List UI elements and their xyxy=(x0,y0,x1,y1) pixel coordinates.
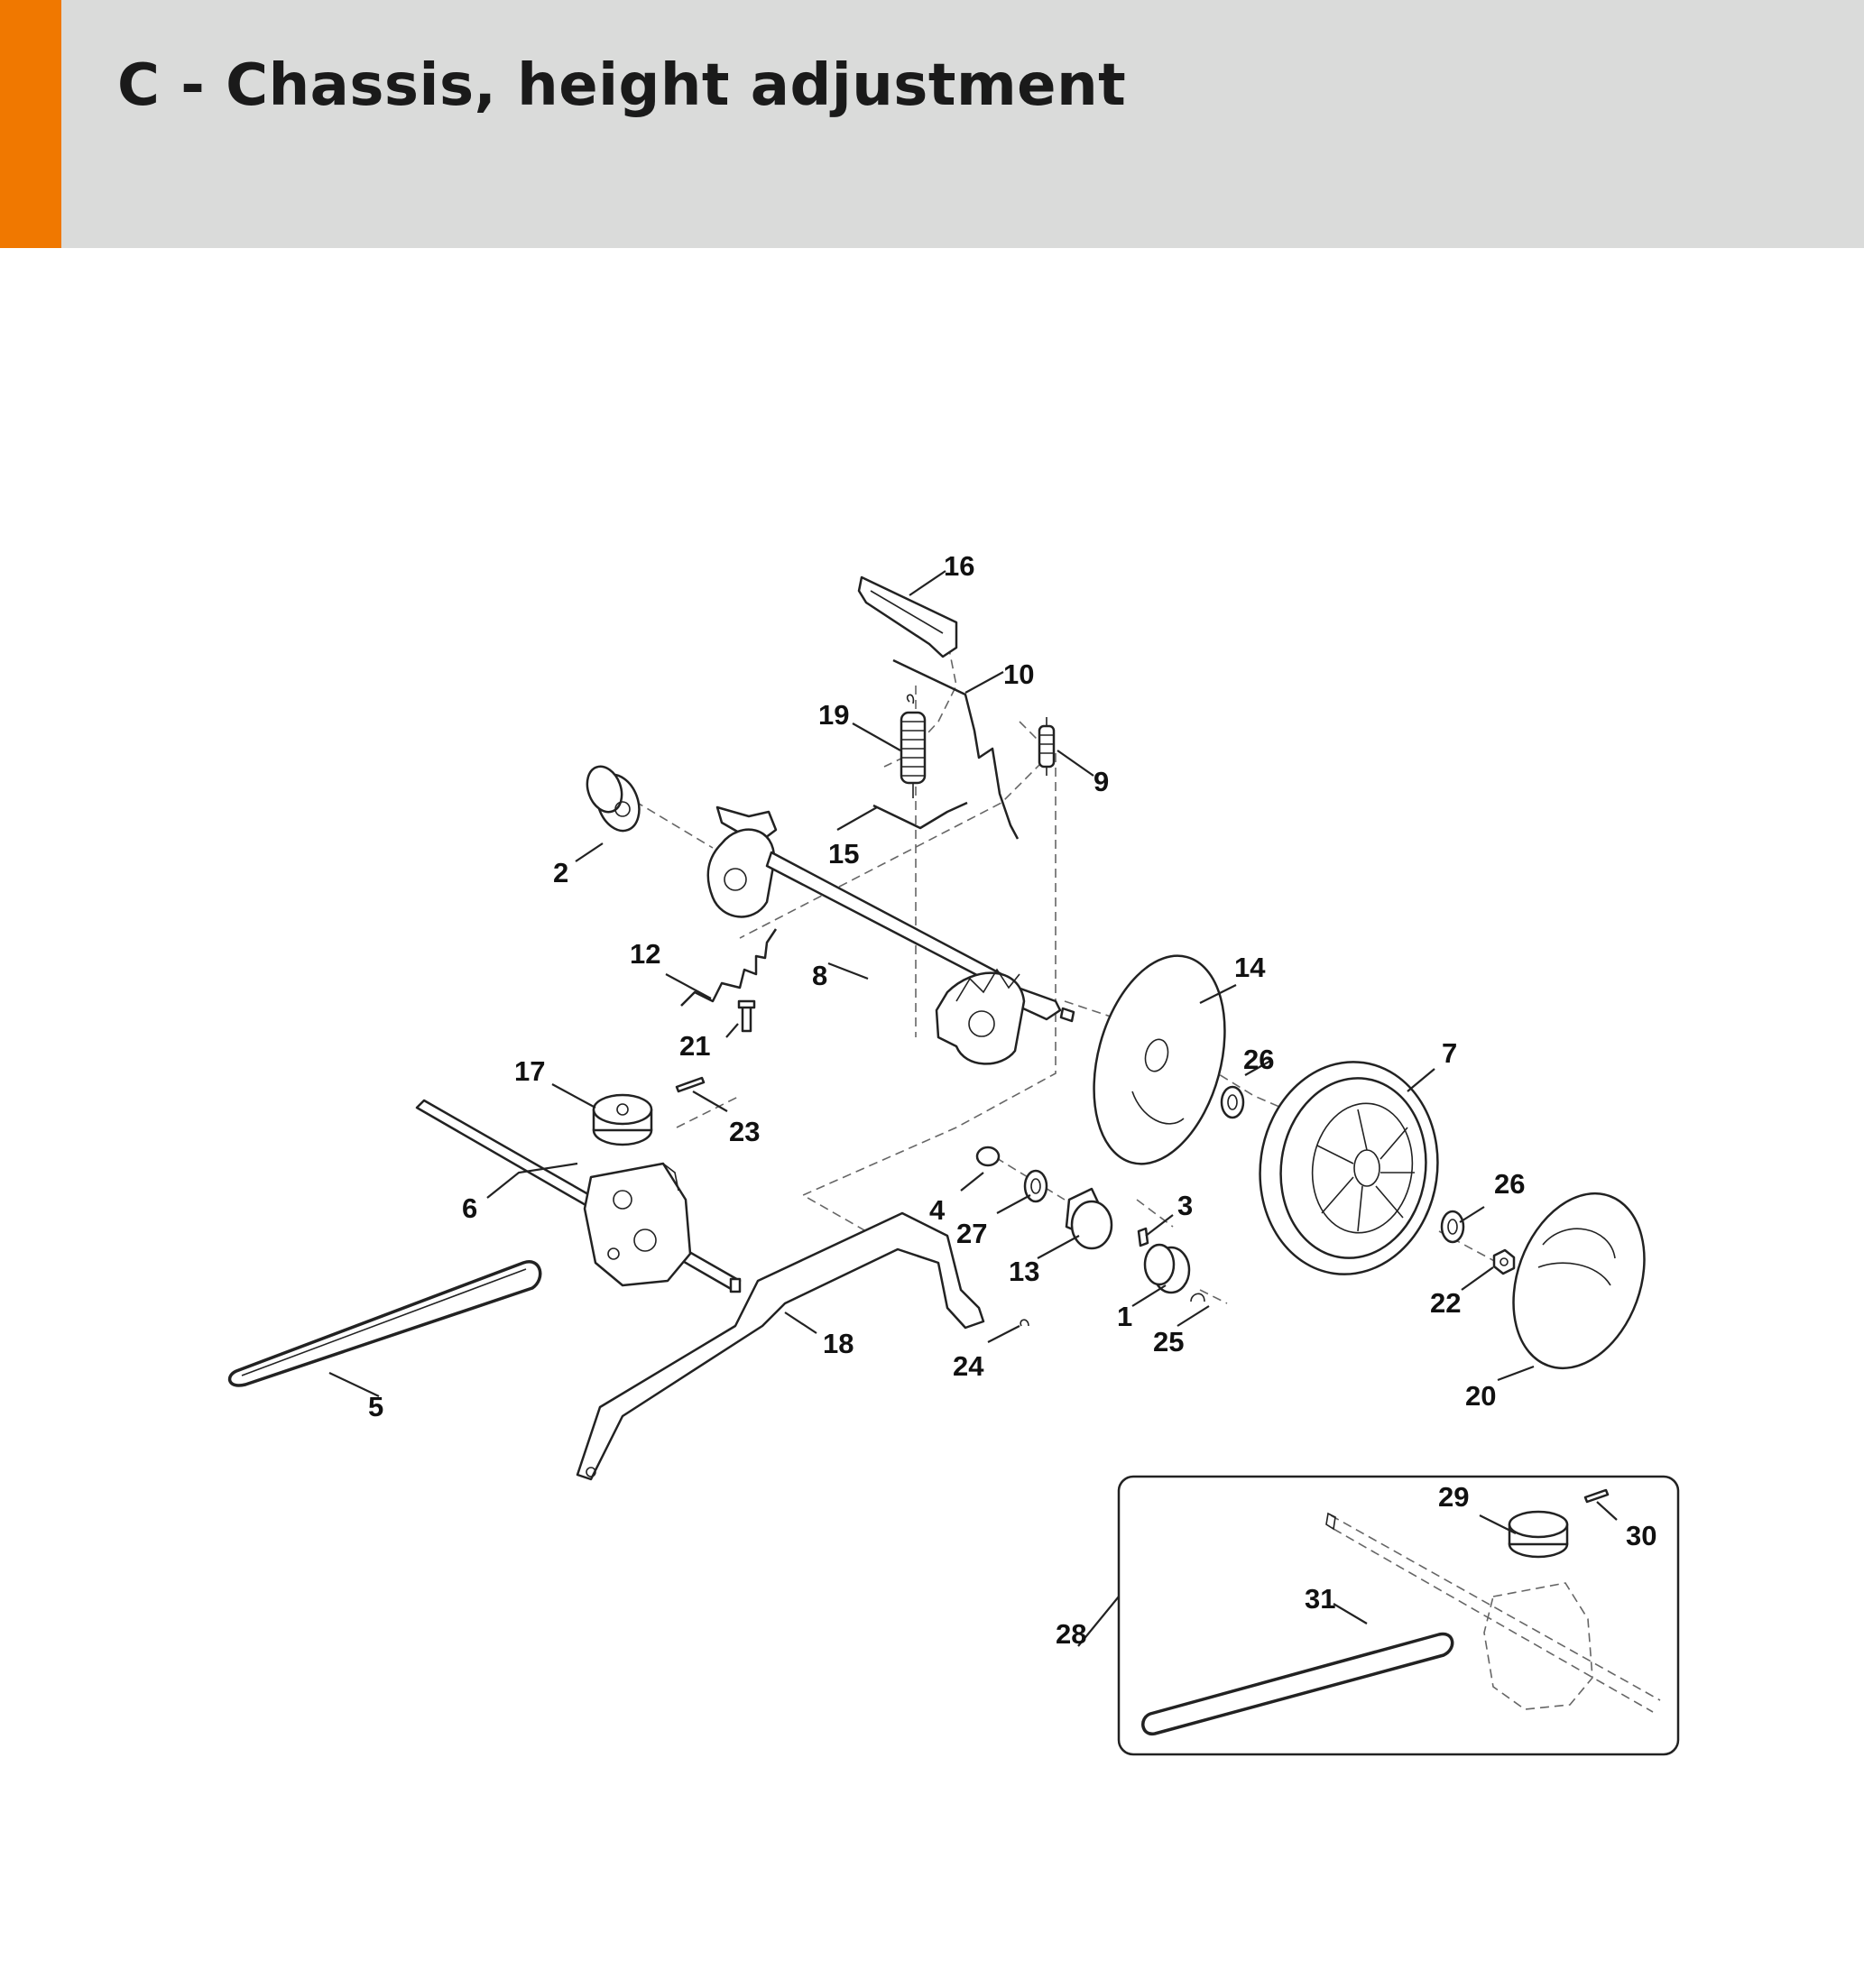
part-12-wire-spring xyxy=(680,928,778,1007)
part-21-screw xyxy=(737,999,756,1033)
callout-28: 28 xyxy=(1056,1618,1086,1650)
callout-21: 21 xyxy=(679,1030,710,1062)
callout-25: 25 xyxy=(1153,1326,1184,1358)
part-23-pin xyxy=(675,1076,706,1093)
callout-22: 22 xyxy=(1430,1287,1461,1319)
page-title: C - Chassis, height adjustment xyxy=(117,52,1127,119)
callout-29: 29 xyxy=(1438,1481,1469,1513)
callout-23: 23 xyxy=(729,1116,760,1147)
callout-8: 8 xyxy=(812,960,827,991)
part-20-hub-cap xyxy=(1512,1192,1646,1370)
callout-15: 15 xyxy=(828,838,859,870)
callout-26-upper: 26 xyxy=(1243,1044,1274,1075)
callout-13: 13 xyxy=(1009,1256,1039,1287)
callout-31: 31 xyxy=(1305,1583,1335,1615)
part-16-lever xyxy=(857,575,958,658)
callout-16: 16 xyxy=(944,550,974,582)
part-3-key xyxy=(1137,1227,1149,1247)
part-19-height-adjust-frame xyxy=(576,1211,985,1481)
part-27-bushing xyxy=(1023,1169,1048,1203)
header-bar: C - Chassis, height adjustment xyxy=(0,0,1864,248)
part-25-clip xyxy=(1190,1293,1205,1302)
part-10-wire-rod xyxy=(892,658,1020,840)
callout-2: 2 xyxy=(553,857,568,888)
part-7-rear-wheel xyxy=(1259,1061,1439,1275)
part-13-clutch-sleeve xyxy=(1065,1187,1113,1250)
inset-box-28 xyxy=(1117,1475,1680,1756)
callout-20: 20 xyxy=(1465,1380,1496,1412)
part-17-pulley xyxy=(592,1093,653,1146)
callout-18: 19 xyxy=(818,699,849,731)
callout-4: 4 xyxy=(929,1194,946,1226)
part-26-bushing-upper xyxy=(1220,1085,1245,1119)
part-5-v-belt xyxy=(227,1260,542,1387)
callout-24: 24 xyxy=(953,1350,984,1382)
callout-5: 5 xyxy=(368,1391,383,1422)
part-1-pinion xyxy=(1143,1243,1191,1294)
part-24-clip xyxy=(1020,1319,1029,1327)
callout-26-lower: 26 xyxy=(1494,1168,1525,1200)
callout-30: 30 xyxy=(1626,1520,1656,1551)
callout-6: 6 xyxy=(462,1192,477,1224)
callout-1: 1 xyxy=(1117,1301,1132,1332)
callout-7: 7 xyxy=(1442,1037,1457,1069)
part-26-bushing-lower xyxy=(1440,1210,1465,1244)
part-4-washer xyxy=(975,1146,1001,1167)
callout-leader-lines xyxy=(328,570,1618,1647)
part-6-drive-axle-gearbox xyxy=(415,1099,742,1293)
callout-17: 17 xyxy=(514,1055,545,1087)
callout-10: 10 xyxy=(1003,658,1034,690)
part-22-nut xyxy=(1492,1248,1516,1275)
callout-19: 18 xyxy=(823,1328,854,1359)
part-8-height-adjust-axle xyxy=(706,805,1075,1065)
part-9-small-spring xyxy=(1038,717,1056,776)
callout-labels: 16 10 19 9 15 2 12 8 21 14 26 7 17 23 6 … xyxy=(368,550,1656,1650)
part-14-wheel-disc xyxy=(1093,954,1226,1165)
part-2-gear-bushing xyxy=(586,765,641,833)
header-accent-stripe xyxy=(0,0,61,248)
callout-12: 12 xyxy=(630,938,660,970)
part-18-tension-spring xyxy=(900,694,927,798)
part-15-link-rod xyxy=(872,801,968,830)
callout-3: 3 xyxy=(1177,1190,1193,1221)
callout-14: 14 xyxy=(1234,952,1266,983)
callout-27: 27 xyxy=(956,1218,987,1249)
callout-9: 9 xyxy=(1093,766,1109,797)
